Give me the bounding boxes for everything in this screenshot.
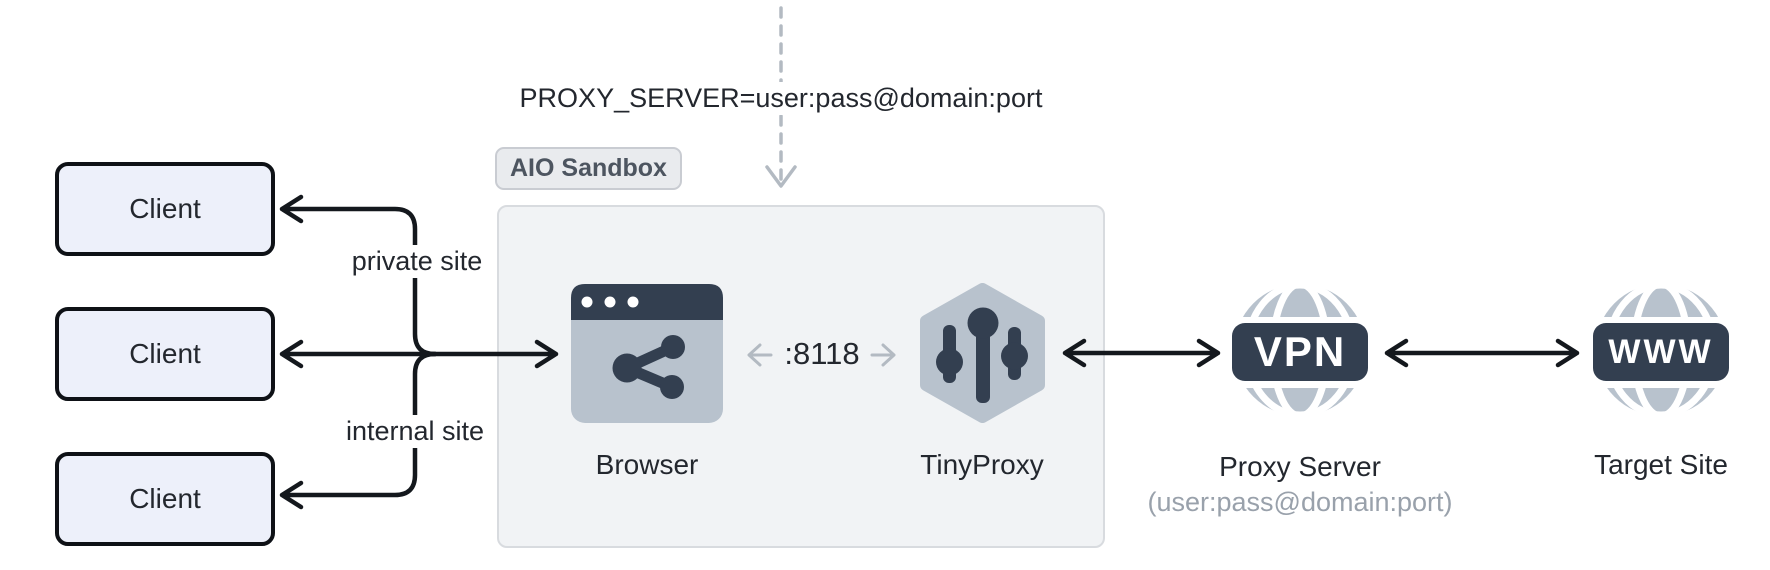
www-badge-text: WWW (1608, 332, 1714, 371)
private-site-label: private site (344, 245, 490, 278)
internal-site-label: internal site (338, 415, 492, 448)
client-label: Client (129, 193, 201, 224)
target-site-label: Target Site (1594, 449, 1728, 480)
tinyproxy-label: TinyProxy (920, 449, 1044, 480)
vpn-badge: VPN (1232, 323, 1368, 381)
client-label: Client (129, 483, 201, 514)
www-globe-icon: WWW (1585, 280, 1737, 420)
browser-label: Browser (595, 449, 699, 480)
proxy-env-annotation: PROXY_SERVER=user:pass@domain:port (509, 82, 1053, 115)
vpn-globe-icon: VPN (1224, 280, 1376, 420)
edge-client-browser (279, 339, 559, 369)
browser-window-share-icon (571, 284, 723, 423)
sliders-hexagon-icon (920, 283, 1045, 423)
vpn-badge-text: VPN (1253, 328, 1347, 375)
port-label: :8118 (784, 336, 860, 371)
edge-internal-site (279, 351, 438, 510)
client-node-3: Client (55, 452, 275, 546)
client-node-1: Client (55, 162, 275, 256)
client-node-2: Client (55, 307, 275, 401)
edge-private-site (279, 194, 438, 357)
port-right-arrow-icon (870, 343, 896, 367)
port-left-arrow-icon (747, 343, 773, 367)
proxy-server-label: Proxy Server (1219, 451, 1381, 482)
dashed-env-arrowhead-icon (765, 165, 797, 188)
proxy-server-credentials: (user:pass@domain:port) (1147, 487, 1453, 517)
www-badge: WWW (1593, 323, 1729, 381)
edge-proxy-target (1384, 338, 1580, 368)
client-label: Client (129, 338, 201, 369)
sandbox-title-badge: AIO Sandbox (495, 147, 682, 190)
edge-tinyproxy-proxy (1062, 338, 1221, 368)
